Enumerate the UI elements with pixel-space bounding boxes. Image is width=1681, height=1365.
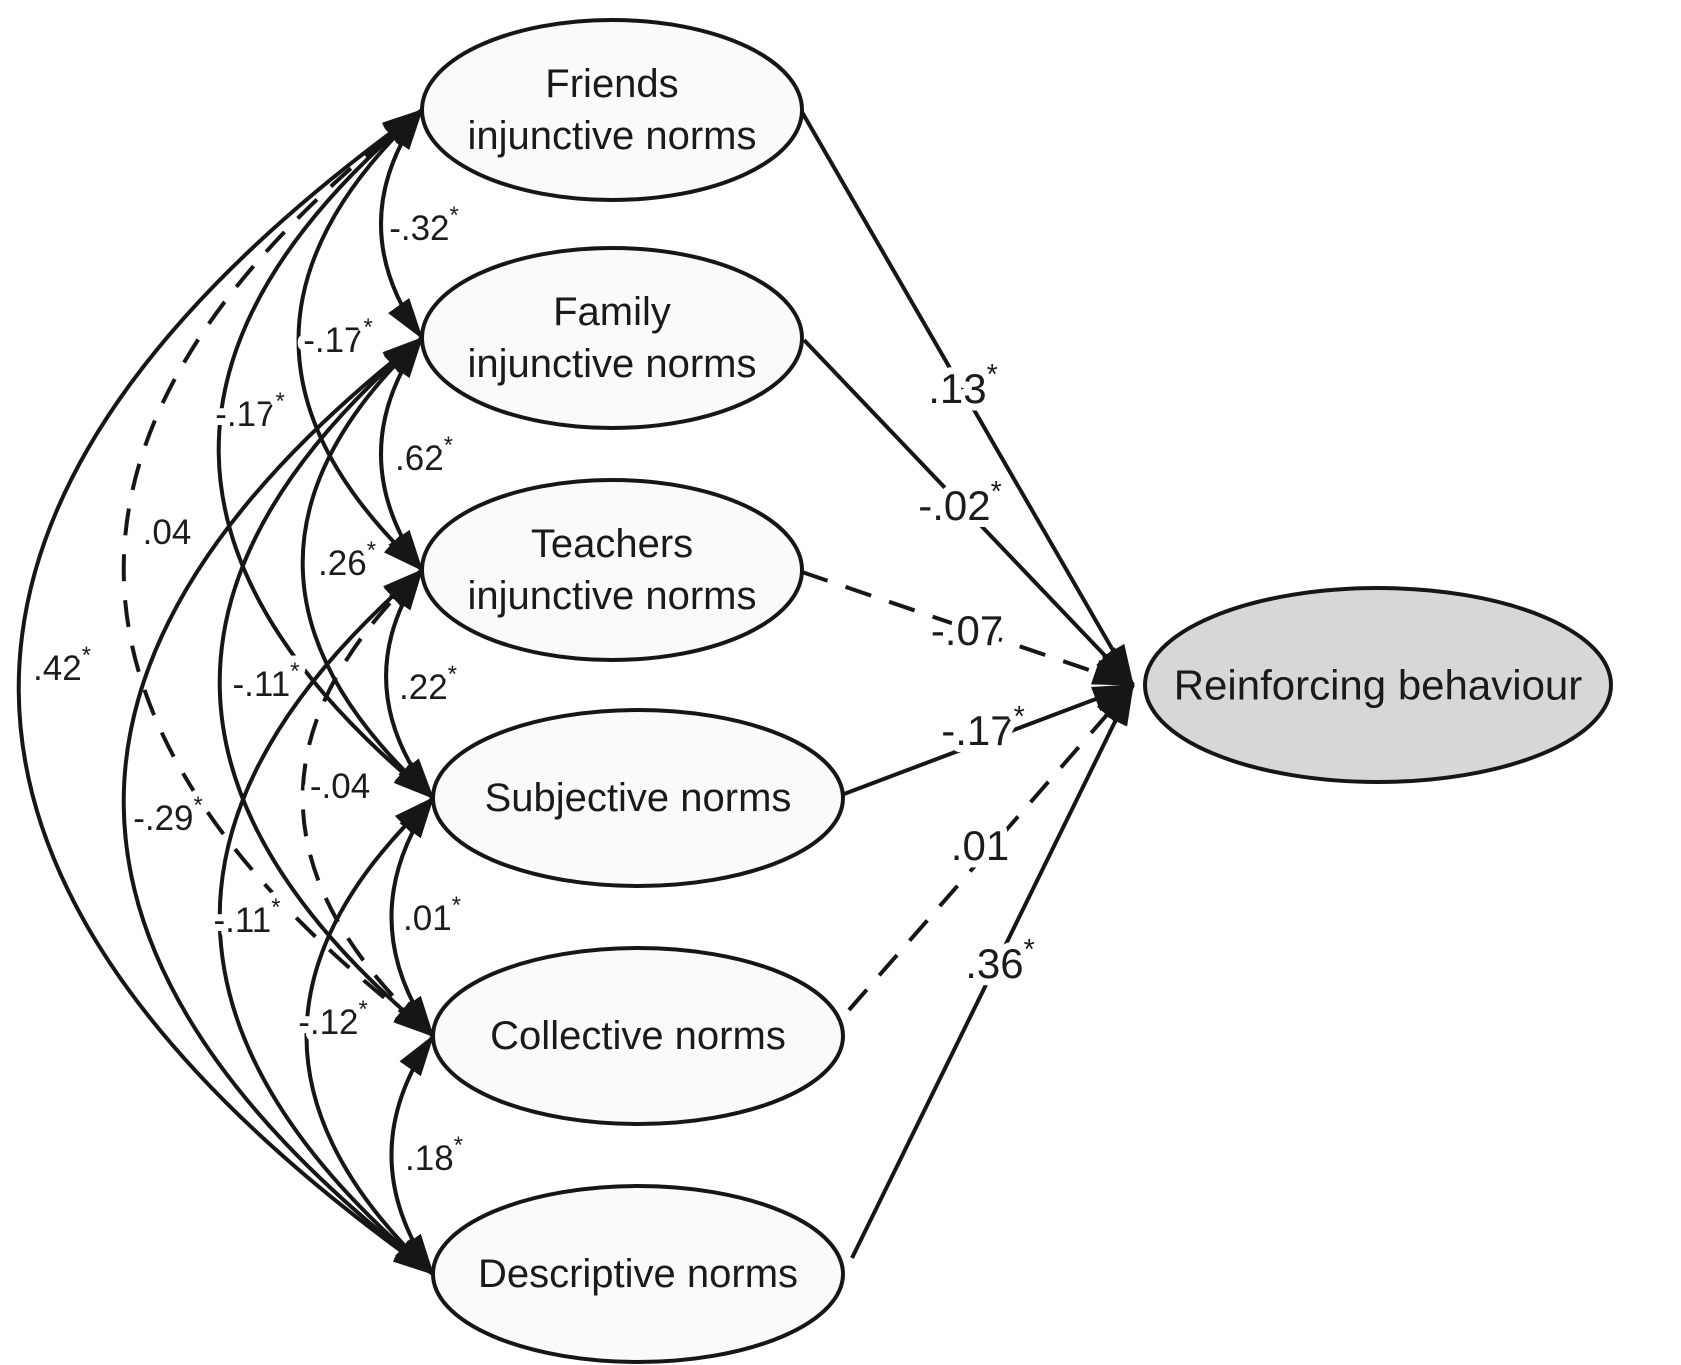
path-coefficient-descriptive: .36* (965, 934, 1035, 987)
covariance-coefficient-teachers-descriptive: -.11* (214, 894, 281, 940)
node-label-collective: Collective norms (490, 1014, 786, 1058)
covariance-arc-friends-descriptive (16, 108, 435, 1276)
node-label-subjective: Subjective norms (485, 776, 792, 820)
node-subjective: Subjective norms (431, 708, 845, 888)
coefficient-labels: -.32* .62* .22* .01* .18* -.17* .26* -.04 -.12* -… (26, 195, 1042, 1185)
node-ellipse-reinforcing (1143, 586, 1613, 784)
covariance-arc-family-collective (217, 336, 435, 1038)
node-reinforcing: Reinforcing behaviour (1143, 586, 1613, 784)
covariance-coefficient-family-teachers: .62* (395, 432, 453, 478)
covariance-arc-family-descriptive (121, 336, 435, 1276)
node-ellipse-collective (431, 946, 845, 1126)
path-coefficient-friends: .13* (928, 359, 998, 412)
node-collective: Collective norms (431, 946, 845, 1126)
covariance-coefficient-subjective-collective: .01* (403, 892, 461, 938)
path-descriptive-to-reinforcing (850, 683, 1135, 1259)
covariance-coefficient-family-subjective: .26* (318, 537, 376, 583)
covariance-coefficient-friends-descriptive: .42* (33, 642, 91, 688)
covariance-arc-family-subjective (300, 336, 435, 800)
covariance-coefficient-teachers-collective: -.04 (310, 767, 370, 806)
path-coefficient-family: -.02* (918, 476, 1001, 529)
node-ellipse-friends (420, 18, 804, 202)
covariance-coefficient-friends-teachers: -.17* (303, 314, 373, 360)
covariance-arc-teachers-descriptive (217, 568, 435, 1276)
covariance-arc-friends-collective (121, 108, 435, 1038)
covariance-coefficient-family-descriptive: -.29* (133, 792, 203, 838)
node-ellipse-family (420, 246, 804, 430)
path-friends-to-reinforcing (800, 110, 1135, 687)
path-subjective-to-reinforcing (835, 683, 1135, 799)
node-descriptive: Descriptive norms (431, 1184, 845, 1364)
covariance-arc-friends-teachers (296, 108, 424, 572)
covariance-coefficient-friends-subjective: -.17* (215, 388, 285, 434)
node-label-descriptive: Descriptive norms (478, 1252, 798, 1296)
node-ellipse-teachers (420, 478, 804, 662)
structural-paths (800, 110, 1135, 1259)
covariance-arc-friends-subjective (216, 108, 435, 800)
path-coefficient-collective: .01 (951, 822, 1009, 869)
covariance-coefficient-friends-family: -.32* (389, 202, 459, 248)
covariance-arcs (16, 108, 435, 1276)
path-teachers-to-reinforcing (801, 570, 1135, 687)
node-ellipse-descriptive (431, 1184, 845, 1364)
path-coefficient-subjective: -.17* (941, 701, 1024, 754)
covariance-arc-subjective-descriptive (304, 796, 435, 1276)
covariance-coefficient-friends-collective: .04 (143, 513, 192, 552)
path-coefficient-teachers: -.07 (931, 607, 1003, 654)
covariance-coefficient-subjective-descriptive: -.12* (298, 996, 368, 1042)
path-collective-to-reinforcing (847, 683, 1135, 1012)
path-family-to-reinforcing (802, 338, 1135, 687)
covariance-coefficient-teachers-subjective: .22* (399, 661, 457, 707)
node-ellipse-subjective (431, 708, 845, 888)
covariance-coefficient-collective-descriptive: .18* (405, 1132, 463, 1178)
node-label-reinforcing: Reinforcing behaviour (1174, 662, 1583, 709)
covariance-coefficient-family-collective: -.11* (233, 658, 300, 704)
